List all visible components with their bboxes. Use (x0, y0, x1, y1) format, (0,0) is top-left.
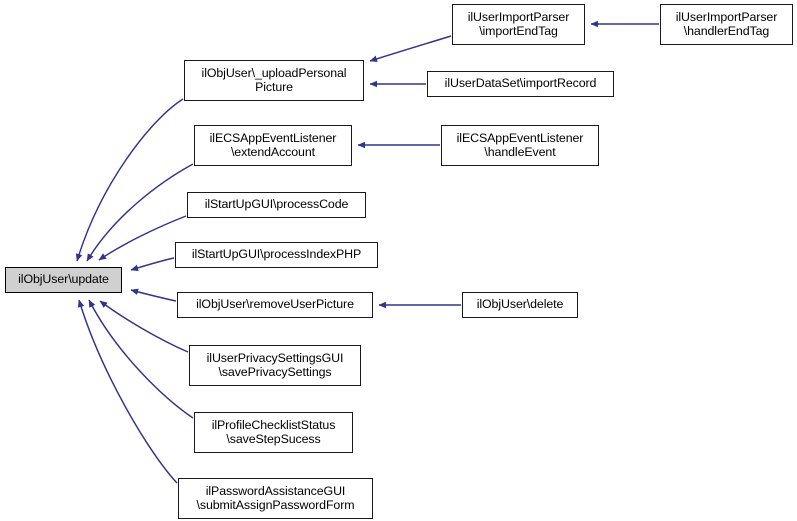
node-label: ilUserImportParser \importEndTag (467, 9, 570, 38)
node-label: ilObjUser\update (18, 272, 109, 287)
node-label: ilECSAppEventListener \handleEvent (456, 130, 584, 159)
node-ilstartupgui-processindexphp[interactable]: ilStartUpGUI\processIndexPHP (175, 242, 378, 268)
node-ilobjuser-uploadpersonalpicture[interactable]: ilObjUser\_uploadPersonal Picture (184, 60, 364, 101)
node-label: ilECSAppEventListener \extendAccount (209, 130, 337, 159)
node-ilecsappeventlistener-handleevent[interactable]: ilECSAppEventListener \handleEvent (441, 125, 599, 166)
node-ilecsappeventlistener-extendaccount[interactable]: ilECSAppEventListener \extendAccount (194, 125, 352, 166)
edge-saveprivacysettings-to-root (99, 300, 189, 353)
node-ilobjuser-removeuserpicture[interactable]: ilObjUser\removeUserPicture (177, 292, 373, 318)
node-ilprofilecheckliststatus-savestepsucess[interactable]: ilProfileChecklistStatus \saveStepSucess (194, 412, 353, 453)
node-label: ilUserImportParser \handlerEndTag (675, 9, 778, 38)
edge-removeuserpicture-to-root (130, 288, 177, 302)
edge-submitassignpasswordform-to-root (77, 299, 178, 484)
node-label: ilStartUpGUI\processCode (204, 197, 349, 212)
node-label: ilStartUpGUI\processIndexPHP (191, 247, 362, 262)
node-ilobjuser-update[interactable]: ilObjUser\update (5, 267, 122, 293)
node-label: ilObjUser\delete (476, 297, 564, 312)
node-ilobjuser-delete[interactable]: ilObjUser\delete (462, 292, 578, 318)
node-label: ilProfileChecklistStatus \saveStepSucess (211, 417, 336, 446)
edge-processindexphp-to-root (130, 257, 175, 272)
edge-processcode-to-root (98, 215, 187, 261)
node-label: ilUserDataSet\importRecord (444, 76, 597, 91)
edge-extendaccount-to-root (86, 163, 194, 262)
node-label: ilObjUser\_uploadPersonal Picture (201, 65, 347, 94)
node-iluserprivacysettingsgui-saveprivacysettings[interactable]: ilUserPrivacySettingsGUI \savePrivacySet… (189, 345, 361, 386)
node-iluserimportparser-importendtag[interactable]: ilUserImportParser \importEndTag (452, 4, 585, 45)
node-label: ilObjUser\removeUserPicture (196, 297, 354, 312)
edge-importendtag-to-uploadpersonalpicture (369, 35, 452, 62)
node-label: ilUserPrivacySettingsGUI \savePrivacySet… (206, 350, 344, 379)
edge-uploadpersonalpicture-to-root (75, 98, 184, 262)
edge-savestepsucess-to-root (88, 299, 194, 419)
node-ilpasswordassistancegui-submitassignpasswordform[interactable]: ilPasswordAssistanceGUI \submitAssignPas… (178, 478, 373, 519)
node-ilstartupgui-processcode[interactable]: ilStartUpGUI\processCode (187, 192, 366, 218)
node-iluserdataset-importrecord[interactable]: ilUserDataSet\importRecord (427, 71, 614, 97)
node-iluserimportparser-handlerendtag[interactable]: ilUserImportParser \handlerEndTag (660, 4, 793, 45)
node-label: ilPasswordAssistanceGUI \submitAssignPas… (196, 483, 355, 512)
